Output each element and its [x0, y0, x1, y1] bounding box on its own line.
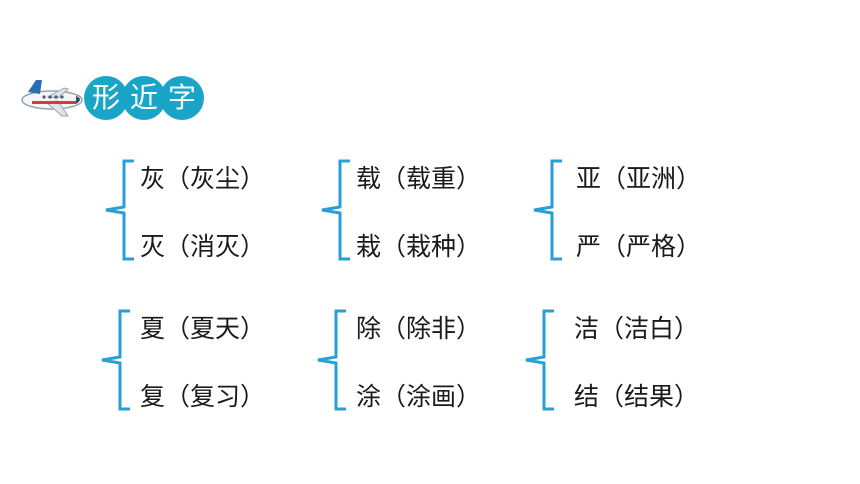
title-char: 字	[160, 76, 204, 120]
word-group: 载（载重） 栽（栽种）	[316, 155, 516, 265]
word-line: 灰（灰尘）	[140, 164, 266, 193]
word-line: 除（除非）	[356, 314, 482, 343]
page-title: 形 近 字	[84, 76, 204, 120]
brace-icon	[533, 159, 562, 261]
title-char: 近	[122, 76, 166, 120]
word-group: 除（除非） 涂（涂画）	[312, 305, 512, 415]
airplane-icon	[21, 80, 83, 117]
brace-icon	[317, 309, 346, 411]
word-group: 洁（洁白） 结（结果）	[520, 305, 720, 415]
word-line: 复（复习）	[140, 382, 266, 411]
word-line: 夏（夏天）	[140, 314, 266, 343]
word-line: 严（严格）	[576, 232, 702, 261]
section-header: 形 近 字	[18, 72, 218, 132]
word-group: 亚（亚洲） 严（严格）	[528, 155, 728, 265]
word-group: 灰（灰尘） 灭（消灭）	[100, 155, 300, 265]
brace-icon	[321, 159, 350, 261]
title-char: 形	[84, 76, 128, 120]
word-line: 灭（消灭）	[140, 232, 266, 261]
brace-icon	[525, 309, 554, 411]
word-line: 涂（涂画）	[356, 382, 482, 411]
word-line: 结（结果）	[574, 382, 700, 411]
word-line: 亚（亚洲）	[576, 164, 702, 193]
brace-icon	[105, 159, 134, 261]
word-group: 夏（夏天） 复（复习）	[96, 305, 296, 415]
word-line: 洁（洁白）	[574, 314, 700, 343]
word-line: 栽（栽种）	[356, 232, 482, 261]
brace-icon	[101, 309, 130, 411]
word-line: 载（载重）	[356, 164, 482, 193]
